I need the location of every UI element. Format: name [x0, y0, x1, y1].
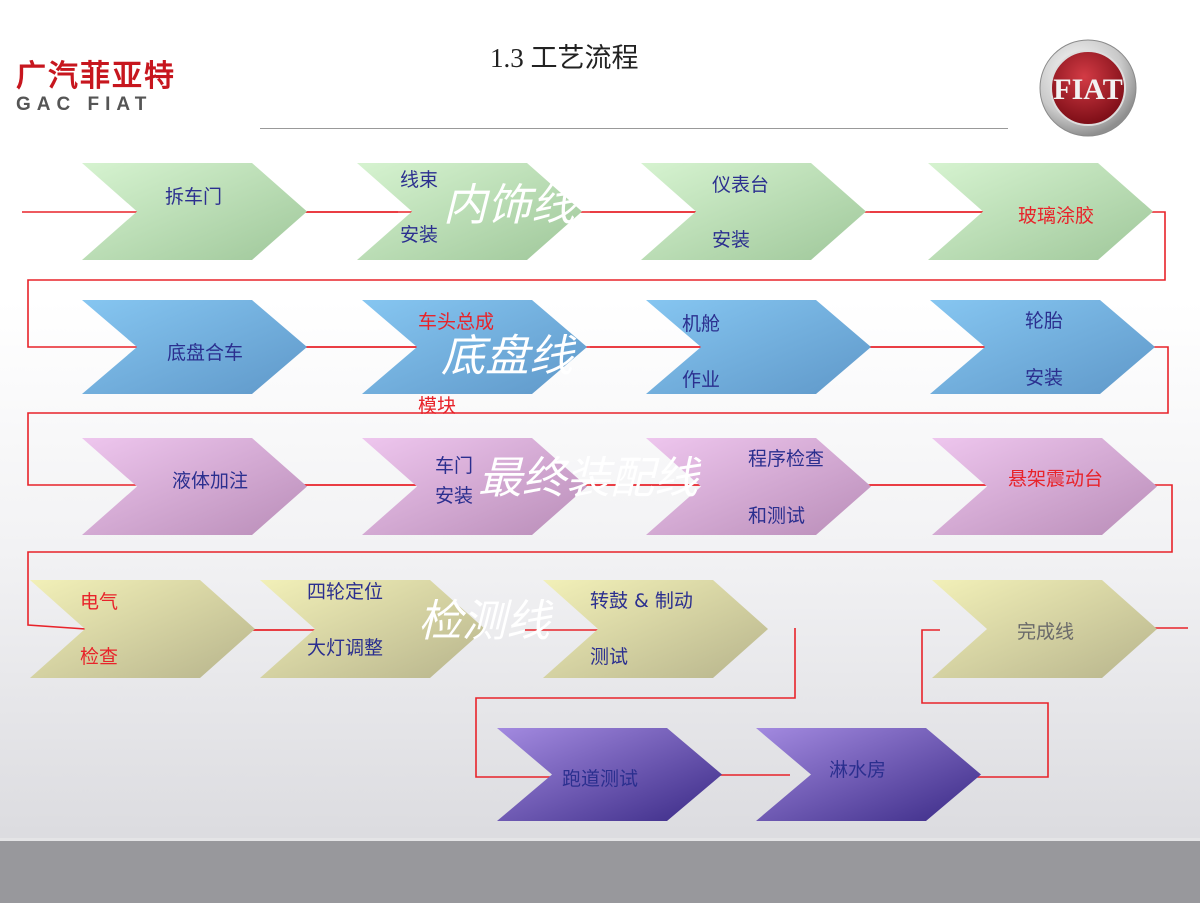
fiat-logo-icon: FIAT [1039, 39, 1137, 137]
step-label: 程序检查 [748, 448, 825, 470]
chevron-step [756, 728, 981, 821]
chevron-step [82, 438, 307, 535]
page-title: 1.3 工艺流程 [490, 43, 639, 73]
fiat-logo-text: FIAT [1053, 73, 1122, 106]
step-label: 车门 [435, 455, 474, 477]
chevron-step [928, 163, 1153, 260]
chevron-step [932, 580, 1157, 678]
chevron-step [260, 580, 485, 678]
chevron-step [82, 163, 307, 260]
step-label: 线束 [400, 169, 439, 191]
chevron-step [362, 300, 587, 394]
step-label: 安装 [1025, 367, 1064, 389]
step-label: 玻璃涂胶 [1018, 205, 1095, 227]
step-label: 拆车门 [165, 186, 223, 208]
step-label: 轮胎 [1025, 310, 1064, 332]
gac-fiat-logo: 广汽菲亚特 GAC FIAT [16, 60, 236, 116]
chevron-step [646, 438, 871, 535]
step-label: 模块 [418, 395, 457, 417]
line-name-watermark: 最终装配线 [478, 453, 698, 504]
chevron-step [932, 438, 1157, 535]
chevron-step [641, 163, 866, 260]
step-label: 液体加注 [172, 470, 249, 492]
brand-en: GAC FIAT [16, 94, 153, 115]
step-label: 仪表台 [712, 174, 770, 196]
step-label: 机舱 [682, 313, 721, 335]
flow-connector-0 [22, 211, 1173, 631]
step-label: 电气 [80, 591, 119, 613]
title-divider [260, 128, 1008, 129]
line-name-watermark: 内饰线 [443, 180, 575, 231]
chevron-step [497, 728, 722, 821]
brand-cn: 广汽菲亚特 [16, 59, 176, 94]
line-name-watermark: 底盘线 [441, 331, 573, 382]
step-label: 悬架震动台 [1008, 468, 1104, 490]
step-label: 四轮定位 [307, 581, 384, 603]
chevron-step [362, 438, 587, 535]
step-label: 大灯调整 [307, 637, 384, 659]
chevron-step [82, 300, 307, 394]
chevron-step [543, 580, 768, 678]
flow-connector-2 [475, 628, 796, 778]
step-label: 跑道测试 [562, 768, 639, 790]
step-label: 和测试 [748, 505, 806, 527]
step-label: 完成线 [1017, 621, 1075, 643]
line-name-watermark: 检测线 [418, 596, 550, 647]
chevron-step [930, 300, 1155, 394]
step-label: 底盘合车 [167, 342, 244, 364]
step-label: 车头总成 [418, 311, 495, 333]
step-label: 安装 [712, 229, 751, 251]
step-label: 检查 [80, 646, 119, 668]
step-label: 安装 [400, 224, 439, 246]
step-label: 测试 [590, 646, 629, 668]
footer-bar [0, 838, 1200, 903]
step-label: 淋水房 [829, 759, 887, 781]
step-label: 安装 [435, 485, 474, 507]
step-label: 作业 [682, 369, 721, 391]
chevron-step [357, 163, 582, 260]
chevron-step [646, 300, 871, 394]
step-label: 转鼓 & 制动 [590, 590, 693, 612]
chevron-step [30, 580, 255, 678]
flow-connector-4 [921, 629, 1049, 778]
